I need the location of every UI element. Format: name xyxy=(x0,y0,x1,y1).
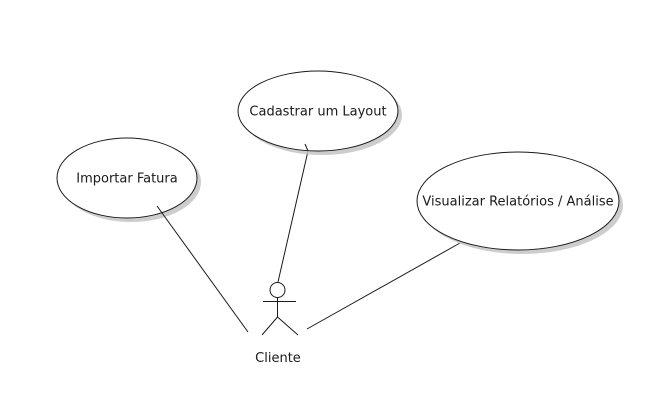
actor-right-leg xyxy=(277,316,299,336)
use-case-importar-fatura: Importar Fatura xyxy=(56,137,201,222)
association-line-stub-importar xyxy=(156,205,166,218)
association-line-visualizar-relatorios xyxy=(306,242,461,330)
use-case-cadastrar-layout: Cadastrar um Layout xyxy=(237,70,402,155)
association-line-cadastrar-layout xyxy=(277,150,309,283)
actor-cliente: Cliente xyxy=(255,282,301,366)
association-line-importar-fatura xyxy=(156,205,249,333)
actor-label: Cliente xyxy=(255,351,301,366)
actor-left-leg xyxy=(261,316,278,336)
association-line-stub-cadastrar xyxy=(304,143,309,152)
actor-head xyxy=(269,282,286,298)
use-case-label: Visualizar Relatórios / Análise xyxy=(422,195,613,210)
use-case-ellipse xyxy=(237,70,399,152)
use-case-label: Cadastrar um Layout xyxy=(249,105,386,120)
use-case-ellipse xyxy=(56,137,198,219)
use-case-label: Importar Fatura xyxy=(76,172,178,187)
use-case-visualizar-relatorios: Visualizar Relatórios / Análise xyxy=(416,151,623,254)
use-case-ellipse xyxy=(416,151,620,251)
